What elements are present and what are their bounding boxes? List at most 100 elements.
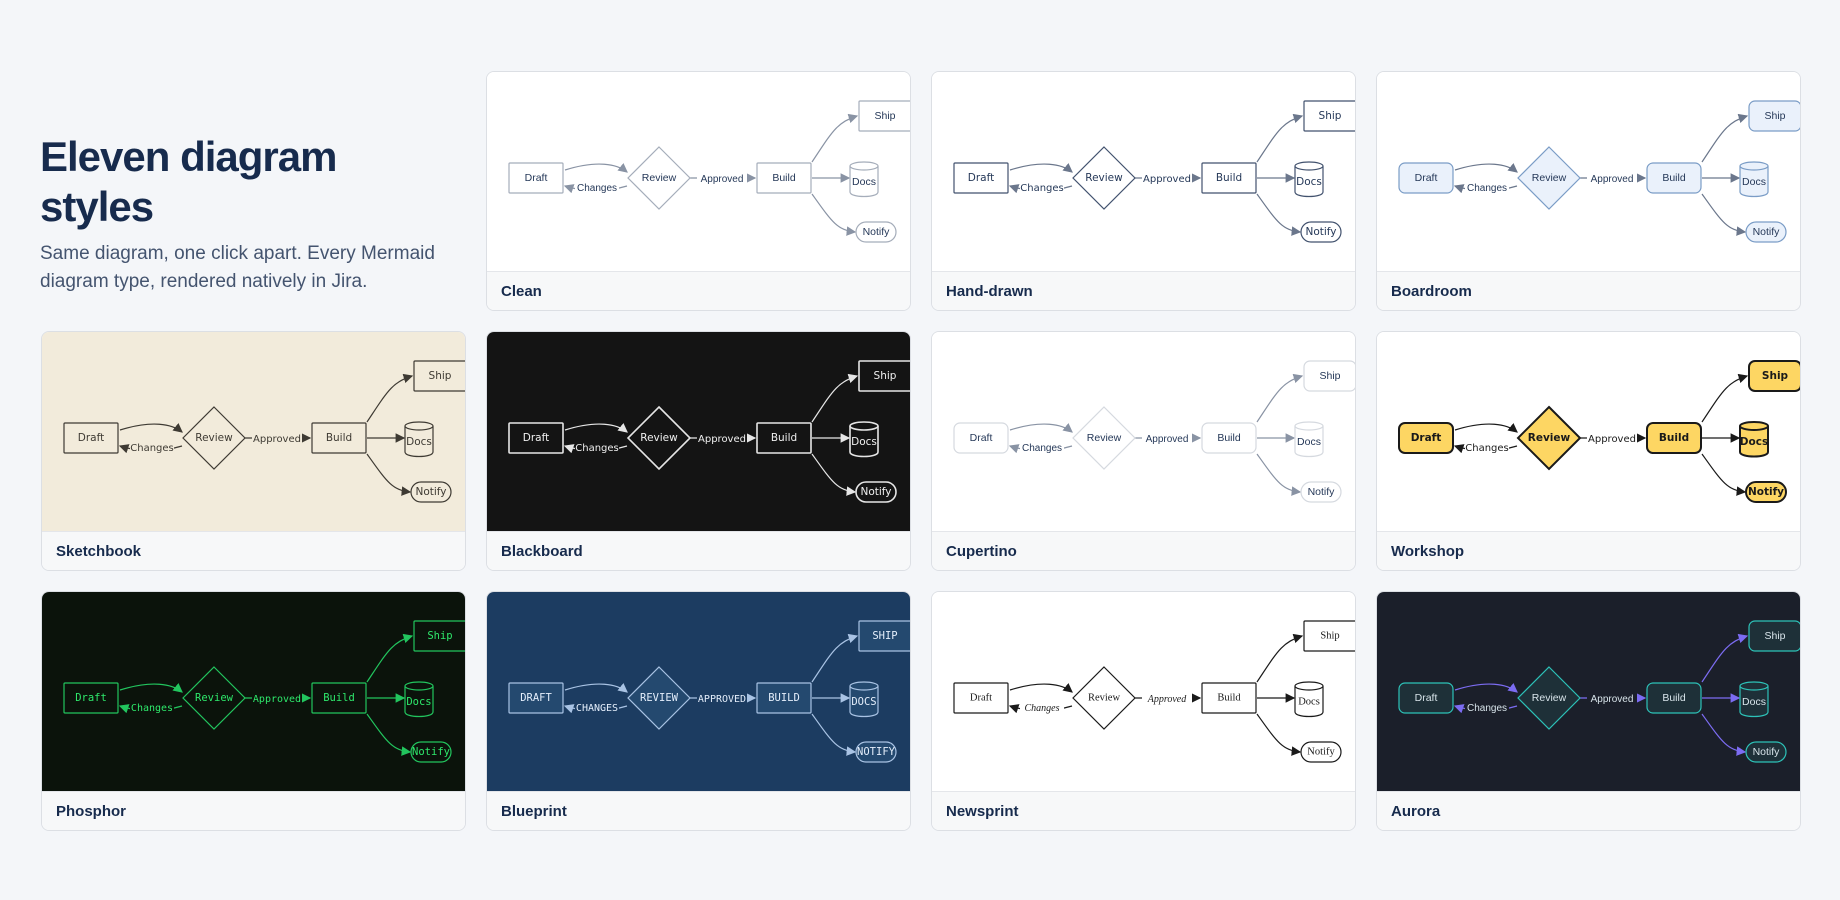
node-build: Build — [1216, 172, 1242, 184]
style-name: Blueprint — [487, 791, 910, 830]
edge-label-approved: Approved — [1591, 694, 1634, 705]
node-docs: Docs — [1297, 436, 1321, 448]
node-notify: Notify — [415, 486, 446, 498]
node-notify: Notify — [1305, 226, 1336, 238]
node-build: Build — [1217, 692, 1241, 703]
edge-label-approved: Approved — [1143, 174, 1191, 185]
intro: Eleven diagram styles Same diagram, one … — [40, 132, 450, 296]
node-ship: Ship — [1319, 370, 1340, 382]
edge-label-approved: Approved — [701, 174, 744, 185]
node-ship: Ship — [1320, 630, 1339, 641]
edge-label-approved: Approved — [1146, 434, 1189, 445]
node-build: Build — [1217, 432, 1241, 444]
node-notify: NOTIFY — [857, 746, 896, 758]
node-docs: Docs — [406, 696, 431, 708]
node-build: Build — [326, 432, 352, 444]
node-draft: Draft — [78, 432, 104, 444]
node-ship: Ship — [427, 630, 452, 642]
node-notify: Notify — [863, 226, 891, 238]
node-docs: Docs — [851, 436, 877, 448]
node-notify: Notify — [1307, 746, 1335, 757]
node-ship: SHIP — [872, 630, 897, 642]
node-review: REVIEW — [640, 692, 679, 704]
style-name: Blackboard — [487, 531, 910, 570]
node-notify: Notify — [1753, 226, 1781, 238]
edge-label-approved: Approved — [253, 694, 301, 705]
node-build: Build — [1662, 692, 1686, 704]
edge-label-changes: Changes — [1025, 703, 1060, 714]
node-draft: Draft — [1411, 432, 1442, 444]
edge-label-approved: Approved — [698, 434, 746, 445]
page-subtitle: Same diagram, one click apart. Every Mer… — [40, 243, 435, 292]
node-review: Review — [1088, 692, 1120, 703]
edge-label-changes: Changes — [1020, 183, 1064, 194]
style-name: Hand-drawn — [932, 271, 1355, 310]
node-ship: Ship — [429, 370, 452, 382]
edge-label-approved: APPROVED — [698, 694, 746, 705]
edge-label-changes: Changes — [1467, 183, 1507, 194]
node-review: Review — [1528, 432, 1571, 444]
node-docs: DOCS — [851, 696, 876, 708]
edge-label-changes: Changes — [1022, 443, 1062, 454]
node-ship: Ship — [1764, 110, 1785, 122]
flowchart-preview: Changes Approved Draft Review Build ShipDocsN… — [932, 332, 1355, 531]
node-notify: Notify — [1308, 486, 1336, 498]
node-docs: Docs — [406, 436, 432, 448]
node-draft: Draft — [525, 172, 548, 184]
style-name: Sketchbook — [42, 531, 465, 570]
node-draft: Draft — [75, 692, 107, 704]
node-review: Review — [1087, 432, 1122, 444]
style-name: Boardroom — [1377, 271, 1800, 310]
node-draft: Draft — [523, 432, 549, 444]
node-draft: Draft — [968, 172, 994, 184]
node-ship: Ship — [1319, 110, 1342, 122]
node-review: Review — [195, 692, 234, 704]
style-name: Cupertino — [932, 531, 1355, 570]
node-review: Review — [1085, 172, 1123, 184]
node-ship: Ship — [1764, 630, 1785, 642]
edge-label-changes: Changes — [575, 443, 619, 454]
node-build: Build — [771, 432, 797, 444]
edge-label-approved: Approved — [1591, 174, 1634, 185]
node-notify: Notify — [1753, 746, 1781, 758]
node-docs: Docs — [1740, 436, 1768, 448]
edge-label-changes: Changes — [1467, 703, 1507, 714]
node-build: BUILD — [768, 692, 800, 704]
node-build: Build — [323, 692, 355, 704]
edge-label-changes: Changes — [131, 703, 173, 714]
edge-label-changes: Changes — [1465, 443, 1509, 454]
node-review: Review — [640, 432, 678, 444]
node-notify: Notify — [412, 746, 450, 758]
node-docs: Docs — [1298, 696, 1320, 707]
node-draft: DRAFT — [520, 692, 552, 704]
node-docs: Docs — [1742, 696, 1766, 708]
node-draft: Draft — [970, 432, 993, 444]
node-draft: Draft — [1415, 172, 1438, 184]
style-name: Phosphor — [42, 791, 465, 830]
